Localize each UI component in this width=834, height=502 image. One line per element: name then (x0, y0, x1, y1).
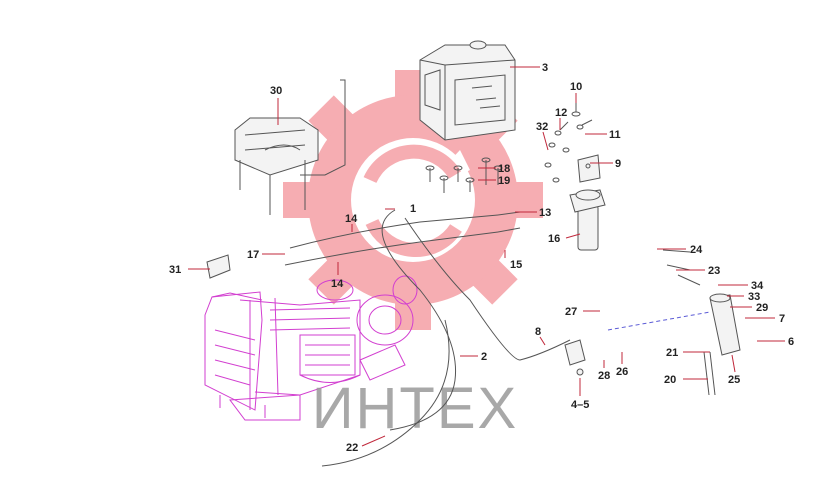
text-watermark: ИНТЕХ (312, 376, 518, 441)
tank-bolts (425, 157, 503, 193)
callout-24: 24 (690, 244, 703, 256)
callout-33: 33 (748, 291, 760, 303)
callout-3: 3 (542, 62, 548, 74)
mount-bracket (206, 254, 231, 279)
cooler-valve (662, 249, 741, 396)
callout-29: 29 (756, 302, 768, 314)
callout-2: 2 (481, 351, 487, 363)
callout-16: 16 (548, 233, 560, 245)
callout-7: 7 (779, 313, 785, 325)
callout-labels: 3 30 10 11 12 32 9 18 19 1 13 14 14 16 1… (169, 62, 794, 454)
callout-27: 27 (565, 306, 577, 318)
callout-14a: 14 (345, 213, 358, 225)
callout-15: 15 (510, 259, 522, 271)
callout-25: 25 (728, 374, 740, 386)
callout-31: 31 (169, 264, 181, 276)
tank-bracket (234, 79, 346, 215)
fuel-lines (284, 209, 571, 467)
callout-6: 6 (788, 336, 794, 348)
fuel-filter (569, 189, 606, 251)
callout-14b: 14 (331, 278, 344, 290)
callout-21: 21 (666, 347, 678, 359)
callout-17: 17 (247, 249, 259, 261)
callout-30: 30 (270, 85, 282, 97)
callout-12: 12 (555, 107, 567, 119)
callout-28: 28 (598, 370, 610, 382)
callout-32: 32 (536, 121, 548, 133)
callout-4-5: 4–5 (571, 399, 589, 411)
callout-11: 11 (609, 129, 621, 141)
callout-1: 1 (410, 203, 416, 215)
callout-10: 10 (570, 81, 582, 93)
filter-bracket (577, 154, 601, 183)
callout-9: 9 (615, 158, 621, 170)
callout-20: 20 (664, 374, 676, 386)
leader-lines (188, 66, 785, 447)
watermark-text: ИНТЕХ (312, 376, 518, 441)
gear-watermark-icon (283, 70, 543, 330)
clamp (564, 339, 586, 376)
callout-19: 19 (498, 175, 510, 187)
callout-18: 18 (498, 163, 510, 175)
callout-26: 26 (616, 366, 628, 378)
callout-13: 13 (539, 207, 551, 219)
routing-line (607, 311, 711, 331)
callout-23: 23 (708, 265, 720, 277)
fuel-tank (419, 40, 516, 141)
engine-assembly (204, 275, 418, 421)
callout-8: 8 (535, 326, 541, 338)
callout-22: 22 (346, 442, 358, 454)
callout-34: 34 (751, 280, 764, 292)
